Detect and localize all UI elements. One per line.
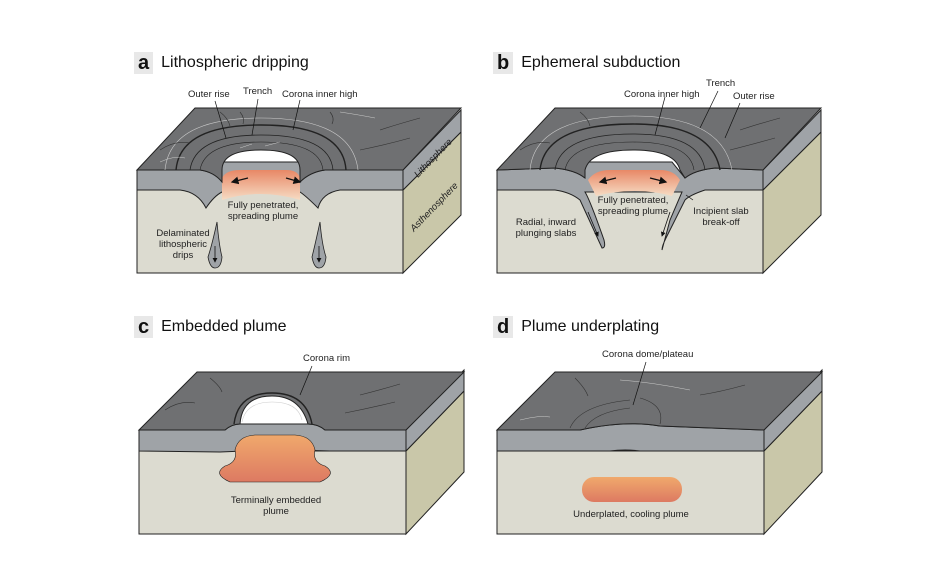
label-breakoff-1: Incipient slab [693,206,748,217]
label-drips-3: drips [173,250,194,261]
surface-texture [159,111,421,151]
asthenosphere-front [136,189,404,274]
slab-arrow-left [587,211,599,237]
label-drips-2: lithospheric [159,239,207,250]
panel-c-title: c Embedded plume [134,316,287,338]
panel-letter: c [134,316,154,338]
trench-ring [539,123,721,171]
label-plume-2: spreading plume [228,211,298,222]
label-corona-rim: Corona rim [303,353,350,364]
inner-ring [241,401,303,423]
surface-texture [164,377,401,414]
label-drips-1: Delaminated [156,228,209,239]
panel-name: Ephemeral subduction [521,54,681,71]
label-slabs-1: Radial, inward [516,217,576,228]
lithosphere-top [135,107,463,184]
panel-name: Lithospheric dripping [161,54,309,71]
label-plume: Underplated, cooling plume [573,509,689,520]
drip-right [311,221,327,269]
panel-d-title: d Plume underplating [493,316,659,338]
label-corona-dome: Corona dome/plateau [602,349,693,360]
leader-lines [654,90,741,201]
panel-letter: d [493,316,514,338]
label-outer-rise: Outer rise [733,91,775,102]
panel-name: Plume underplating [521,318,660,335]
label-slabs-2: plunging slabs [516,228,577,239]
plume [588,170,680,196]
label-plume-2: spreading plume [598,206,668,217]
asthenosphere-front [496,189,764,274]
leader-line [632,361,647,406]
inner-ring [199,141,324,171]
label-trench: Trench [243,86,272,97]
inner-ring [564,141,695,171]
plume [222,170,300,200]
plume [582,477,682,502]
panel-b-title: b Ephemeral subduction [493,52,680,74]
leader-lines [214,98,301,139]
panel-a-title: a Lithospheric dripping [134,52,309,74]
label-corona-inner-high: Corona inner high [282,89,358,100]
label-plume-1: Terminally embedded [231,495,321,506]
surface-texture-light [519,379,691,421]
surface-texture-light [159,111,376,163]
inner-ring [189,134,334,171]
label-plume-1: Fully penetrated, [228,200,299,211]
lithosphere-top [495,107,823,180]
slab-arrow-right [660,211,671,237]
spreading-arrow-right [285,176,302,184]
label-corona-inner-high: Corona inner high [624,89,700,100]
panel-c-block: Corona rim Terminally embedded plume [137,353,466,536]
panel-letter: b [493,52,514,74]
lithosphere-top [137,371,466,431]
label-plume-1: Fully penetrated, [598,195,669,206]
panel-name: Embedded plume [161,318,287,335]
label-trench: Trench [706,78,735,89]
trench-ring [175,124,347,171]
drip-left [207,221,223,269]
leader-line [299,365,313,396]
plume [219,434,331,483]
label-plume-2: plume [263,506,289,517]
lithosphere-top [495,371,824,431]
panel-letter: a [134,52,154,74]
surface-texture [569,377,746,429]
spreading-arrow-left [230,176,249,185]
spreading-arrow-left [598,176,617,185]
label-breakoff-2: break-off [702,217,740,228]
panel-a-block: Outer rise Trench Corona inner high Full… [135,86,463,275]
inner-ring [554,133,706,171]
corona-rim [233,392,313,425]
spreading-arrow-right [649,176,668,185]
surface-texture [519,111,781,151]
panel-b-block: Corona inner high Trench Outer rise Full… [495,78,823,275]
label-outer-rise: Outer rise [188,89,230,100]
panel-d-block: Corona dome/plateau Underplated, cooling… [495,349,824,536]
